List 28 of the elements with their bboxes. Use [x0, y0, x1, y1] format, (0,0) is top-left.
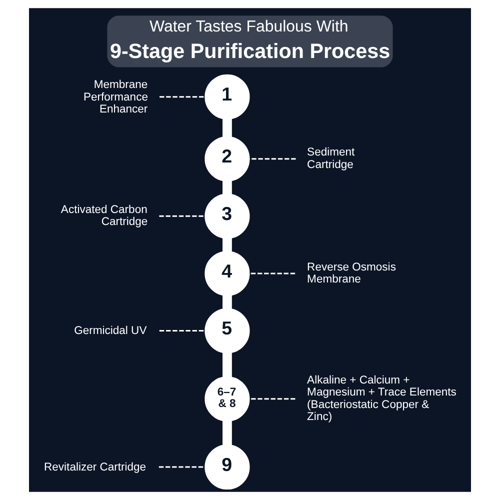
connector	[222, 180, 232, 195]
node-text: Alkaline + Calcium + Magnesium + Trace Elements (Bacteriostatic Copper & Zinc)	[307, 374, 456, 424]
node-circle: 6–7 & 8	[204, 376, 250, 422]
connector	[248, 158, 296, 160]
connector	[222, 237, 232, 252]
node-circle: 1	[204, 74, 250, 120]
connector	[248, 398, 296, 400]
node-circle: 5	[204, 308, 250, 354]
connector	[222, 294, 232, 310]
diagram-title: Water Tastes Fabulous With 9-Stage Purification Process	[110, 18, 390, 63]
connector	[158, 466, 206, 468]
node-circle: 9	[204, 444, 250, 490]
node-circle: 4	[204, 250, 250, 296]
connector	[159, 330, 206, 332]
connector	[222, 352, 232, 378]
node-text: Activated Carbon Cartridge	[60, 204, 148, 228]
connector	[248, 272, 296, 274]
node-circle: 3	[204, 194, 250, 239]
connector	[222, 420, 232, 446]
node-text: Sediment Cartridge	[307, 146, 355, 171]
node-text: Reverse Osmosis Membrane	[307, 261, 396, 286]
connector	[160, 96, 206, 98]
connector	[159, 215, 206, 217]
node-circle: 2	[204, 136, 250, 182]
node-text: Membrane Performance Enhancer	[83, 79, 148, 116]
node-text: Revitalizer Cartridge	[44, 461, 146, 474]
node-text: Germicidal UV	[74, 325, 147, 338]
connector	[222, 118, 232, 138]
